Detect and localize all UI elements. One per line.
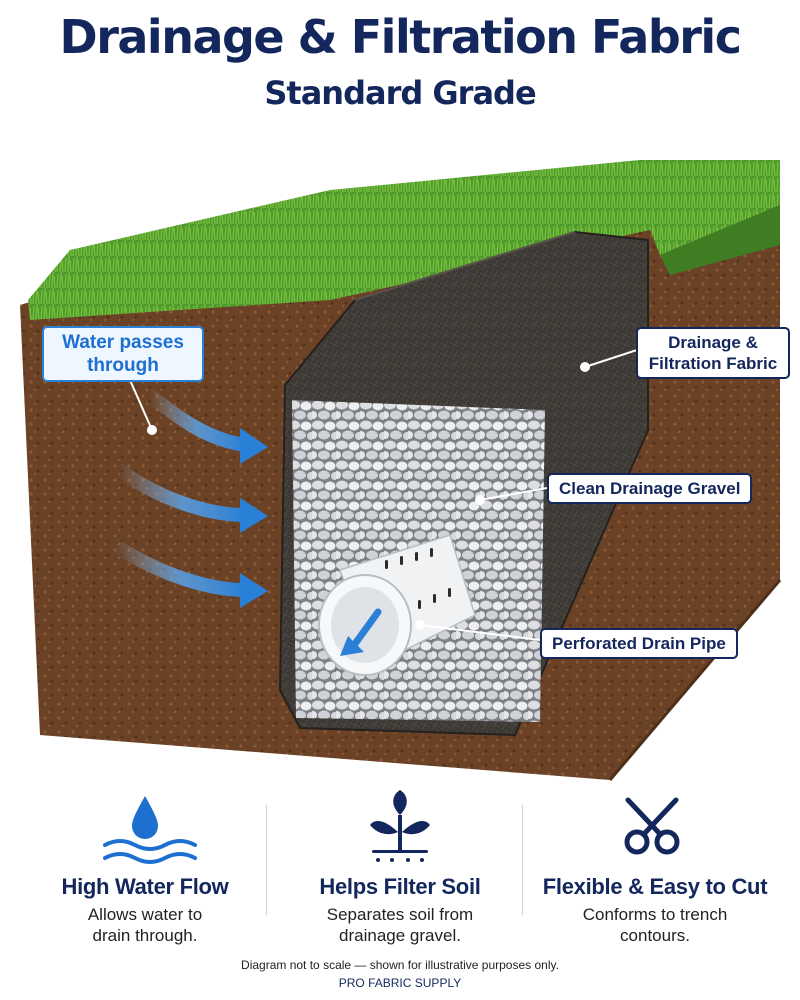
feature-flexible-cut: Flexible & Easy to Cut Conforms to trenc… <box>522 780 788 946</box>
feature-divider <box>522 805 523 915</box>
feature-line: Separates soil from <box>326 905 474 924</box>
gravel-label: Clean Drainage Gravel <box>547 473 753 504</box>
feature-filter-soil: Helps Filter Soil Separates soil from dr… <box>267 780 533 946</box>
callout-leaders <box>129 349 638 641</box>
feature-line: Allows water to <box>87 905 203 924</box>
feature-line: drain through. <box>92 926 198 945</box>
feature-divider <box>266 805 267 915</box>
page-subtitle: Standard Grade <box>264 74 536 112</box>
brand-name: PRO FABRIC SUPPLY <box>338 976 462 990</box>
feature-title: Helps Filter Soil <box>319 874 481 899</box>
disclaimer: Diagram not to scale — shown for illustr… <box>241 958 559 972</box>
feature-line: contours. <box>620 926 690 945</box>
sprout-leaf-icon <box>370 790 430 862</box>
water-passes-label: Water passes through <box>42 326 204 382</box>
scissors-icon <box>624 797 680 855</box>
feature-title: High Water Flow <box>61 874 229 899</box>
feature-line: drainage gravel. <box>339 926 461 945</box>
pipe-label: Perforated Drain Pipe <box>540 628 738 659</box>
fabric-label: Drainage & Filtration Fabric <box>636 327 790 379</box>
feature-title: Flexible & Easy to Cut <box>542 874 768 899</box>
page-title: Drainage & Filtration Fabric <box>59 10 742 64</box>
feature-high-water-flow: High Water Flow Allows water to drain th… <box>12 780 278 946</box>
perforated-drain-pipe <box>318 534 476 676</box>
feature-line: Conforms to trench <box>582 905 728 924</box>
water-flow-arrows <box>108 388 268 608</box>
water-drop-waves-icon <box>103 796 197 864</box>
grass-surface <box>28 160 780 320</box>
